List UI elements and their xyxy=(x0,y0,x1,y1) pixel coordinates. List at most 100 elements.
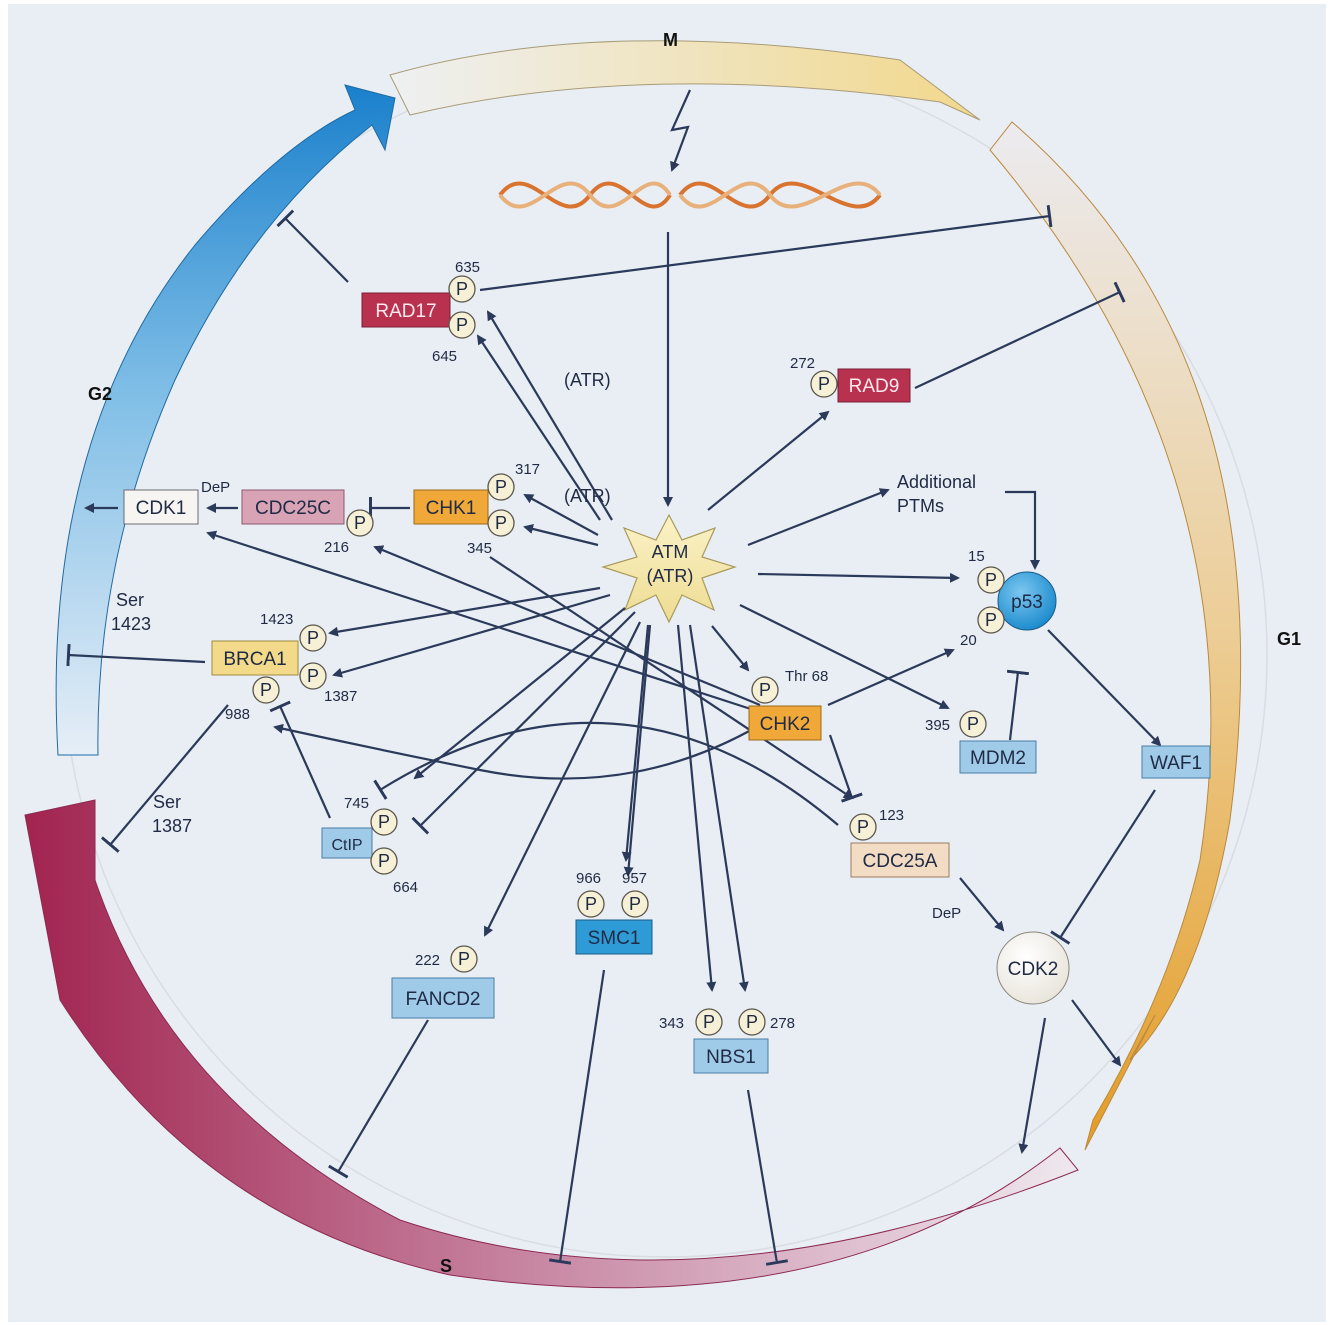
ser1423-line2: 1423 xyxy=(111,614,151,634)
p53-label: p53 xyxy=(1011,592,1043,613)
cdk2-label: CDK2 xyxy=(1008,959,1059,980)
site-brca1-b: 1387 xyxy=(324,688,357,705)
p-letter: P xyxy=(985,570,997,590)
additional-ptms-line2: PTMs xyxy=(897,496,944,516)
phospho-smc1-957 xyxy=(621,890,649,918)
phospho-brca1-1387 xyxy=(299,662,327,690)
phospho-smc1-966 xyxy=(577,890,605,918)
phospho-chk1-317 xyxy=(487,473,515,501)
site-chk1-a: 317 xyxy=(515,461,540,478)
cdc25c-box: CDC25C xyxy=(241,489,345,525)
atm-star xyxy=(600,513,737,624)
ctip-label: CtIP xyxy=(331,837,362,854)
p-letter: P xyxy=(458,949,470,969)
rad9-label: RAD9 xyxy=(849,376,900,397)
site-brca1-c: 988 xyxy=(225,706,250,723)
site-rad17-b: 645 xyxy=(432,348,457,365)
p-letter: P xyxy=(495,513,507,533)
p-letter: P xyxy=(456,279,468,299)
site-mdm2: 395 xyxy=(925,717,950,734)
phospho-cdc25c xyxy=(346,509,374,537)
waf1-label: WAF1 xyxy=(1150,753,1202,774)
cdk1-box: CDK1 xyxy=(123,489,199,525)
cell-cycle-diagram: M G1 S G2 ATM (ATR) xyxy=(24,30,1301,1289)
site-numbers: 635 645 272 317 345 216 1423 1387 988 74… xyxy=(225,259,985,1032)
phospho-ctip-664 xyxy=(370,847,398,875)
phospho-chk2 xyxy=(751,676,779,704)
phase-label-s: S xyxy=(440,1256,452,1276)
p-letter: P xyxy=(746,1012,758,1032)
phospho-p53-15 xyxy=(977,566,1005,594)
site-ctip-a: 745 xyxy=(344,795,369,812)
ser1387-line2: 1387 xyxy=(152,816,192,836)
cdk2-node: CDK2 xyxy=(996,931,1070,1005)
phospho-chk1-345 xyxy=(487,509,515,537)
atr-label-rad17: (ATR) xyxy=(564,370,611,390)
p-letter: P xyxy=(985,610,997,630)
ser1387-line1: Ser xyxy=(153,792,181,812)
atr-label-chk1: (ATR) xyxy=(564,486,611,506)
site-fancd2: 222 xyxy=(415,952,440,969)
chk2-box: CHK2 xyxy=(748,705,822,741)
phospho-p53-20 xyxy=(977,606,1005,634)
cdc25c-label: CDC25C xyxy=(255,498,331,519)
nbs1-box: NBS1 xyxy=(693,1038,769,1074)
mdm2-label: MDM2 xyxy=(970,748,1026,769)
p-letter: P xyxy=(629,894,641,914)
site-chk1-b: 345 xyxy=(467,540,492,557)
cdc25a-label: CDC25A xyxy=(863,851,938,872)
phospho-cdc25a xyxy=(849,813,877,841)
dep-cdk2-label: DeP xyxy=(932,905,961,922)
fancd2-label: FANCD2 xyxy=(406,989,481,1010)
site-p53-b: 20 xyxy=(960,632,977,649)
atr-label: (ATR) xyxy=(647,566,694,586)
additional-ptms-line1: Additional xyxy=(897,472,976,492)
phospho-rad9 xyxy=(810,370,838,398)
site-nbs1-b: 278 xyxy=(770,1015,795,1032)
rad17-box: RAD17 xyxy=(361,292,451,328)
p-letter: P xyxy=(585,894,597,914)
p53-node: p53 xyxy=(997,571,1057,631)
phospho-fancd2 xyxy=(450,945,478,973)
phospho-brca1-988 xyxy=(252,676,280,704)
rad9-box: RAD9 xyxy=(837,368,911,403)
diagram-canvas: M G1 S G2 ATM (ATR) xyxy=(8,4,1326,1322)
site-nbs1-a: 343 xyxy=(659,1015,684,1032)
brca1-box: BRCA1 xyxy=(211,640,299,676)
atm-label: ATM xyxy=(652,542,689,562)
pathway-arrows xyxy=(66,204,1162,1266)
site-rad17-a: 635 xyxy=(455,259,480,276)
smc1-box: SMC1 xyxy=(575,919,653,955)
site-smc1-a: 966 xyxy=(576,870,601,887)
p-letter: P xyxy=(456,315,468,335)
site-rad9: 272 xyxy=(790,355,815,372)
p-letter: P xyxy=(818,374,830,394)
p-letter: P xyxy=(967,714,979,734)
p-letter: P xyxy=(495,477,507,497)
phospho-sites xyxy=(252,275,1005,1036)
phospho-letters: P P P P P P P P P P P P P P P P P P P P … xyxy=(260,279,997,1032)
phase-label-g2: G2 xyxy=(88,384,112,404)
phase-label-m: M xyxy=(663,30,678,50)
p-letter: P xyxy=(759,680,771,700)
p-letter: P xyxy=(307,666,319,686)
brca1-label: BRCA1 xyxy=(223,649,286,670)
p-letter: P xyxy=(307,628,319,648)
phase-label-g1: G1 xyxy=(1277,629,1301,649)
phospho-brca1-1423 xyxy=(299,624,327,652)
phospho-mdm2 xyxy=(959,710,987,738)
rad17-label: RAD17 xyxy=(375,301,436,322)
dep-cdk1-label: DeP xyxy=(201,479,230,496)
site-ctip-b: 664 xyxy=(393,879,418,896)
cdk1-label: CDK1 xyxy=(136,498,187,519)
phospho-ctip-745 xyxy=(370,808,398,836)
p-letter: P xyxy=(378,851,390,871)
dna-helix-icon xyxy=(498,181,882,209)
p-letter: P xyxy=(260,680,272,700)
m-phase-arrow xyxy=(389,40,981,121)
site-cdc25c: 216 xyxy=(324,539,349,556)
chk1-label: CHK1 xyxy=(426,498,477,519)
chk2-label: CHK2 xyxy=(760,714,811,735)
ser1423-line1: Ser xyxy=(116,590,144,610)
p-letter: P xyxy=(354,513,366,533)
